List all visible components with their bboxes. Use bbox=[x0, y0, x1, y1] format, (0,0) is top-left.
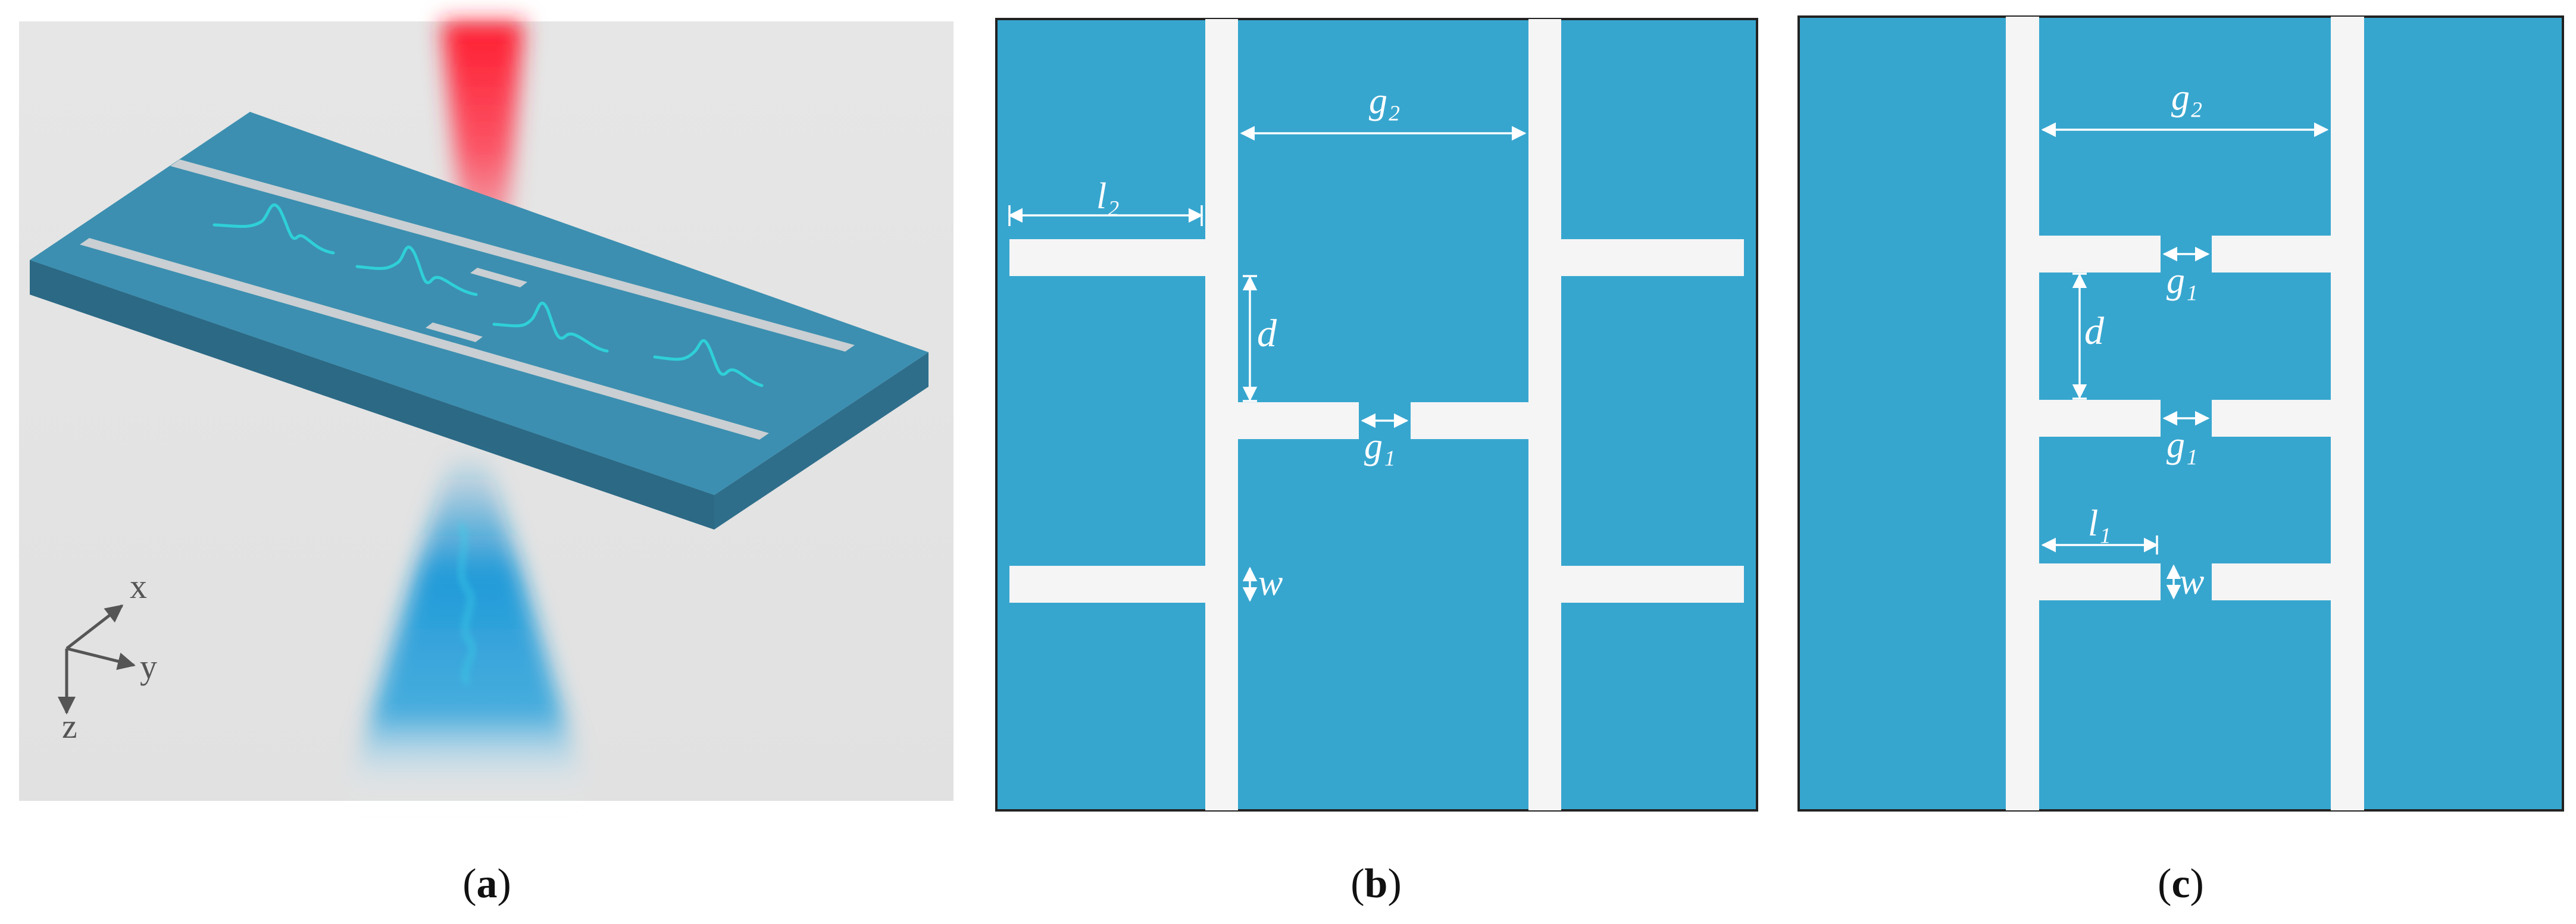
left-vertical-gap bbox=[1205, 19, 1238, 810]
panel-c-dimensions bbox=[2041, 122, 2329, 600]
l2-label: l₂ bbox=[1096, 176, 1120, 217]
wave-pulse-4 bbox=[653, 339, 764, 387]
upper-strip bbox=[170, 159, 855, 352]
g1-mid-label: g₁ bbox=[2167, 425, 2198, 465]
d-label: d bbox=[2084, 309, 2105, 353]
slab-top-face bbox=[30, 112, 929, 495]
middle-left-arm bbox=[2039, 400, 2161, 437]
g2-label: g₂ bbox=[2171, 77, 2203, 118]
transmitted-wave bbox=[459, 523, 474, 685]
right-vertical-gap bbox=[2331, 17, 2364, 810]
slab-front-face bbox=[30, 260, 714, 530]
wave-pulse-1 bbox=[212, 203, 335, 255]
y-axis-label: y bbox=[140, 647, 157, 686]
lower-left-arm bbox=[2039, 563, 2161, 600]
center-left-arm bbox=[1238, 402, 1359, 439]
upper-left-arm bbox=[2039, 236, 2161, 272]
left-vertical-gap bbox=[2006, 17, 2039, 810]
x-axis-label: x bbox=[130, 567, 147, 606]
resonator-lower-arm bbox=[426, 322, 483, 342]
right-lower-stub bbox=[1561, 566, 1744, 603]
panel-c-frame bbox=[1797, 15, 2564, 812]
panel-c-unit-cell: g₂ g₁ d g₁ l₁ w bbox=[1797, 15, 2564, 812]
right-vertical-gap bbox=[1528, 19, 1561, 810]
y-axis-arrow bbox=[66, 647, 136, 671]
wave-pulse-2 bbox=[355, 246, 478, 296]
panel-b-dimensions bbox=[1008, 126, 1527, 602]
caption-b-letter: b bbox=[1365, 861, 1388, 907]
caption-c: (c) bbox=[2158, 861, 2204, 907]
panel-b-unit-cell: g₂ l₂ d g₁ w bbox=[995, 18, 1758, 812]
caption-a: (a) bbox=[462, 861, 511, 907]
lower-strip bbox=[80, 238, 769, 440]
panel-c-gaps bbox=[2006, 17, 2364, 810]
l1-label: l₁ bbox=[2088, 503, 2111, 544]
middle-right-arm bbox=[2212, 400, 2331, 437]
g1-label: g₁ bbox=[1364, 426, 1396, 466]
panel-b-gaps bbox=[1009, 19, 1744, 810]
w-label: w bbox=[1258, 563, 1283, 603]
coordinate-axes: x y z bbox=[58, 567, 157, 746]
d-label: d bbox=[1257, 312, 1277, 355]
surface-waves bbox=[212, 203, 764, 387]
resonator-upper-arm bbox=[470, 268, 527, 287]
right-upper-stub bbox=[1561, 239, 1744, 276]
panel-a-schematic: x y z bbox=[19, 21, 954, 801]
caption-a-letter: a bbox=[477, 861, 498, 907]
panel-b-frame bbox=[995, 18, 1758, 812]
left-upper-stub bbox=[1009, 239, 1205, 276]
z-axis-label: z bbox=[62, 707, 77, 746]
g1-top-label: g₁ bbox=[2167, 261, 2198, 301]
center-right-arm bbox=[1411, 402, 1528, 439]
panel-captions: (a) (b) (c) bbox=[462, 861, 2204, 907]
w-label: w bbox=[2180, 562, 2204, 602]
caption-b: (b) bbox=[1350, 861, 1402, 907]
lower-right-arm bbox=[2212, 563, 2331, 600]
upper-right-arm bbox=[2212, 236, 2331, 272]
caption-c-letter: c bbox=[2171, 861, 2190, 907]
wave-pulse-3 bbox=[492, 301, 609, 353]
probe-beam bbox=[345, 452, 589, 801]
left-lower-stub bbox=[1009, 566, 1205, 603]
g2-label: g₂ bbox=[1369, 81, 1400, 121]
x-axis-arrow bbox=[65, 604, 124, 650]
